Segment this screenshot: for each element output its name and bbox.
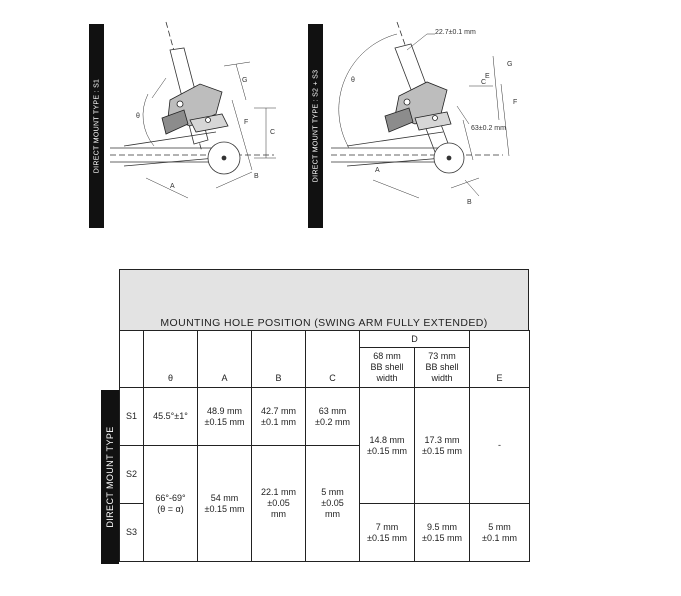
dimension-lines bbox=[338, 33, 510, 199]
cell-s1-theta: 45.5°±1° bbox=[143, 387, 198, 446]
table-row-s1: S1 45.5°±1° 48.9 mm ±0.15 mm 42.7 mm ±0.… bbox=[119, 387, 530, 504]
table-title: MOUNTING HOLE POSITION (SWING ARM FULLY … bbox=[160, 317, 488, 329]
cell-s2s3-theta: 66°-69° (θ = α) bbox=[143, 445, 198, 562]
label-f: F bbox=[513, 99, 517, 106]
label-b: B bbox=[467, 199, 472, 206]
cell-s3-d73: 9.5 mm ±0.15 mm bbox=[414, 503, 470, 562]
cell-s1-c: 63 mm ±0.2 mm bbox=[305, 387, 360, 446]
col-header-c: C bbox=[305, 330, 360, 388]
col-header-d: D bbox=[359, 330, 470, 348]
table-header-band: MOUNTING HOLE POSITION (SWING ARM FULLY … bbox=[119, 269, 529, 331]
row-label-s1: S1 bbox=[119, 387, 144, 446]
table-row-s3: S3 7 mm ±0.15 mm 9.5 mm ±0.15 mm 5 mm ±0… bbox=[119, 503, 530, 562]
col-header-a: A bbox=[197, 330, 252, 388]
cell-s1-b: 42.7 mm ±0.1 mm bbox=[251, 387, 306, 446]
diagram-right-side-label: DIRECT MOUNT TYPE : S2 + S3 bbox=[308, 24, 323, 228]
cell-s2s3-c: 5 mm ±0.05 mm bbox=[305, 445, 360, 562]
cell-s3-e: 5 mm ±0.1 mm bbox=[469, 503, 530, 562]
derailleur-drawing bbox=[384, 81, 452, 133]
diagram-left-side-label: DIRECT MOUNT TYPE : S1 bbox=[89, 24, 104, 228]
label-g: G bbox=[507, 61, 512, 68]
label-g: G bbox=[242, 77, 247, 84]
label-c: C bbox=[270, 129, 275, 136]
col-header-e: E bbox=[469, 330, 530, 388]
col-header-theta: θ bbox=[143, 330, 198, 388]
label-a: A bbox=[375, 167, 380, 174]
label-f: F bbox=[244, 119, 248, 126]
label-dim-side: 63±0.2 mm bbox=[471, 125, 506, 132]
row-label-s3: S3 bbox=[119, 503, 144, 562]
row-label-s2: S2 bbox=[119, 445, 144, 504]
label-a: A bbox=[170, 183, 175, 190]
spec-grid: θ A B C D E 68 mm BB shell width 73 mm B… bbox=[119, 330, 530, 562]
cell-s1-a: 48.9 mm ±0.15 mm bbox=[197, 387, 252, 446]
label-c: C bbox=[481, 79, 486, 86]
col-header-b: B bbox=[251, 330, 306, 388]
dimension-lines bbox=[142, 61, 276, 199]
cell-s1s2-d68: 14.8 mm ±0.15 mm bbox=[359, 387, 415, 504]
label-dim-top: 22.7±0.1 mm bbox=[435, 29, 476, 36]
derailleur-drawing bbox=[161, 83, 229, 135]
mounting-hole-table: MOUNTING HOLE POSITION (SWING ARM FULLY … bbox=[119, 269, 530, 564]
header-row-bottom: 68 mm BB shell width 73 mm BB shell widt… bbox=[120, 347, 530, 388]
cell-s3-d68: 7 mm ±0.15 mm bbox=[359, 503, 415, 562]
cell-s2s3-a: 54 mm ±0.15 mm bbox=[197, 445, 252, 562]
row-group-label: DIRECT MOUNT TYPE bbox=[101, 390, 119, 564]
label-theta: θ bbox=[136, 113, 140, 120]
col-header-d-68: 68 mm BB shell width bbox=[359, 347, 415, 388]
label-theta: θ bbox=[351, 77, 355, 84]
cell-s1s2-d73: 17.3 mm ±0.15 mm bbox=[414, 387, 470, 504]
cell-s2s3-b: 22.1 mm ±0.05 mm bbox=[251, 445, 306, 562]
corner-cell bbox=[119, 330, 144, 388]
header-row-top: θ A B C D E bbox=[119, 330, 530, 388]
diagram-right-s2-s3: 22.7±0.1 mm 63±0.2 mm θ A B C E F G bbox=[331, 21, 517, 206]
label-b: B bbox=[254, 173, 259, 180]
table-row-s2: S2 66°-69° (θ = α) 54 mm ±0.15 mm 22.1 m… bbox=[119, 445, 530, 562]
label-e: E bbox=[485, 73, 490, 80]
cell-s1s2-e: - bbox=[469, 387, 530, 504]
diagram-left-s1: θ A B C F G bbox=[110, 21, 276, 199]
col-header-d-73: 73 mm BB shell width bbox=[414, 347, 470, 388]
